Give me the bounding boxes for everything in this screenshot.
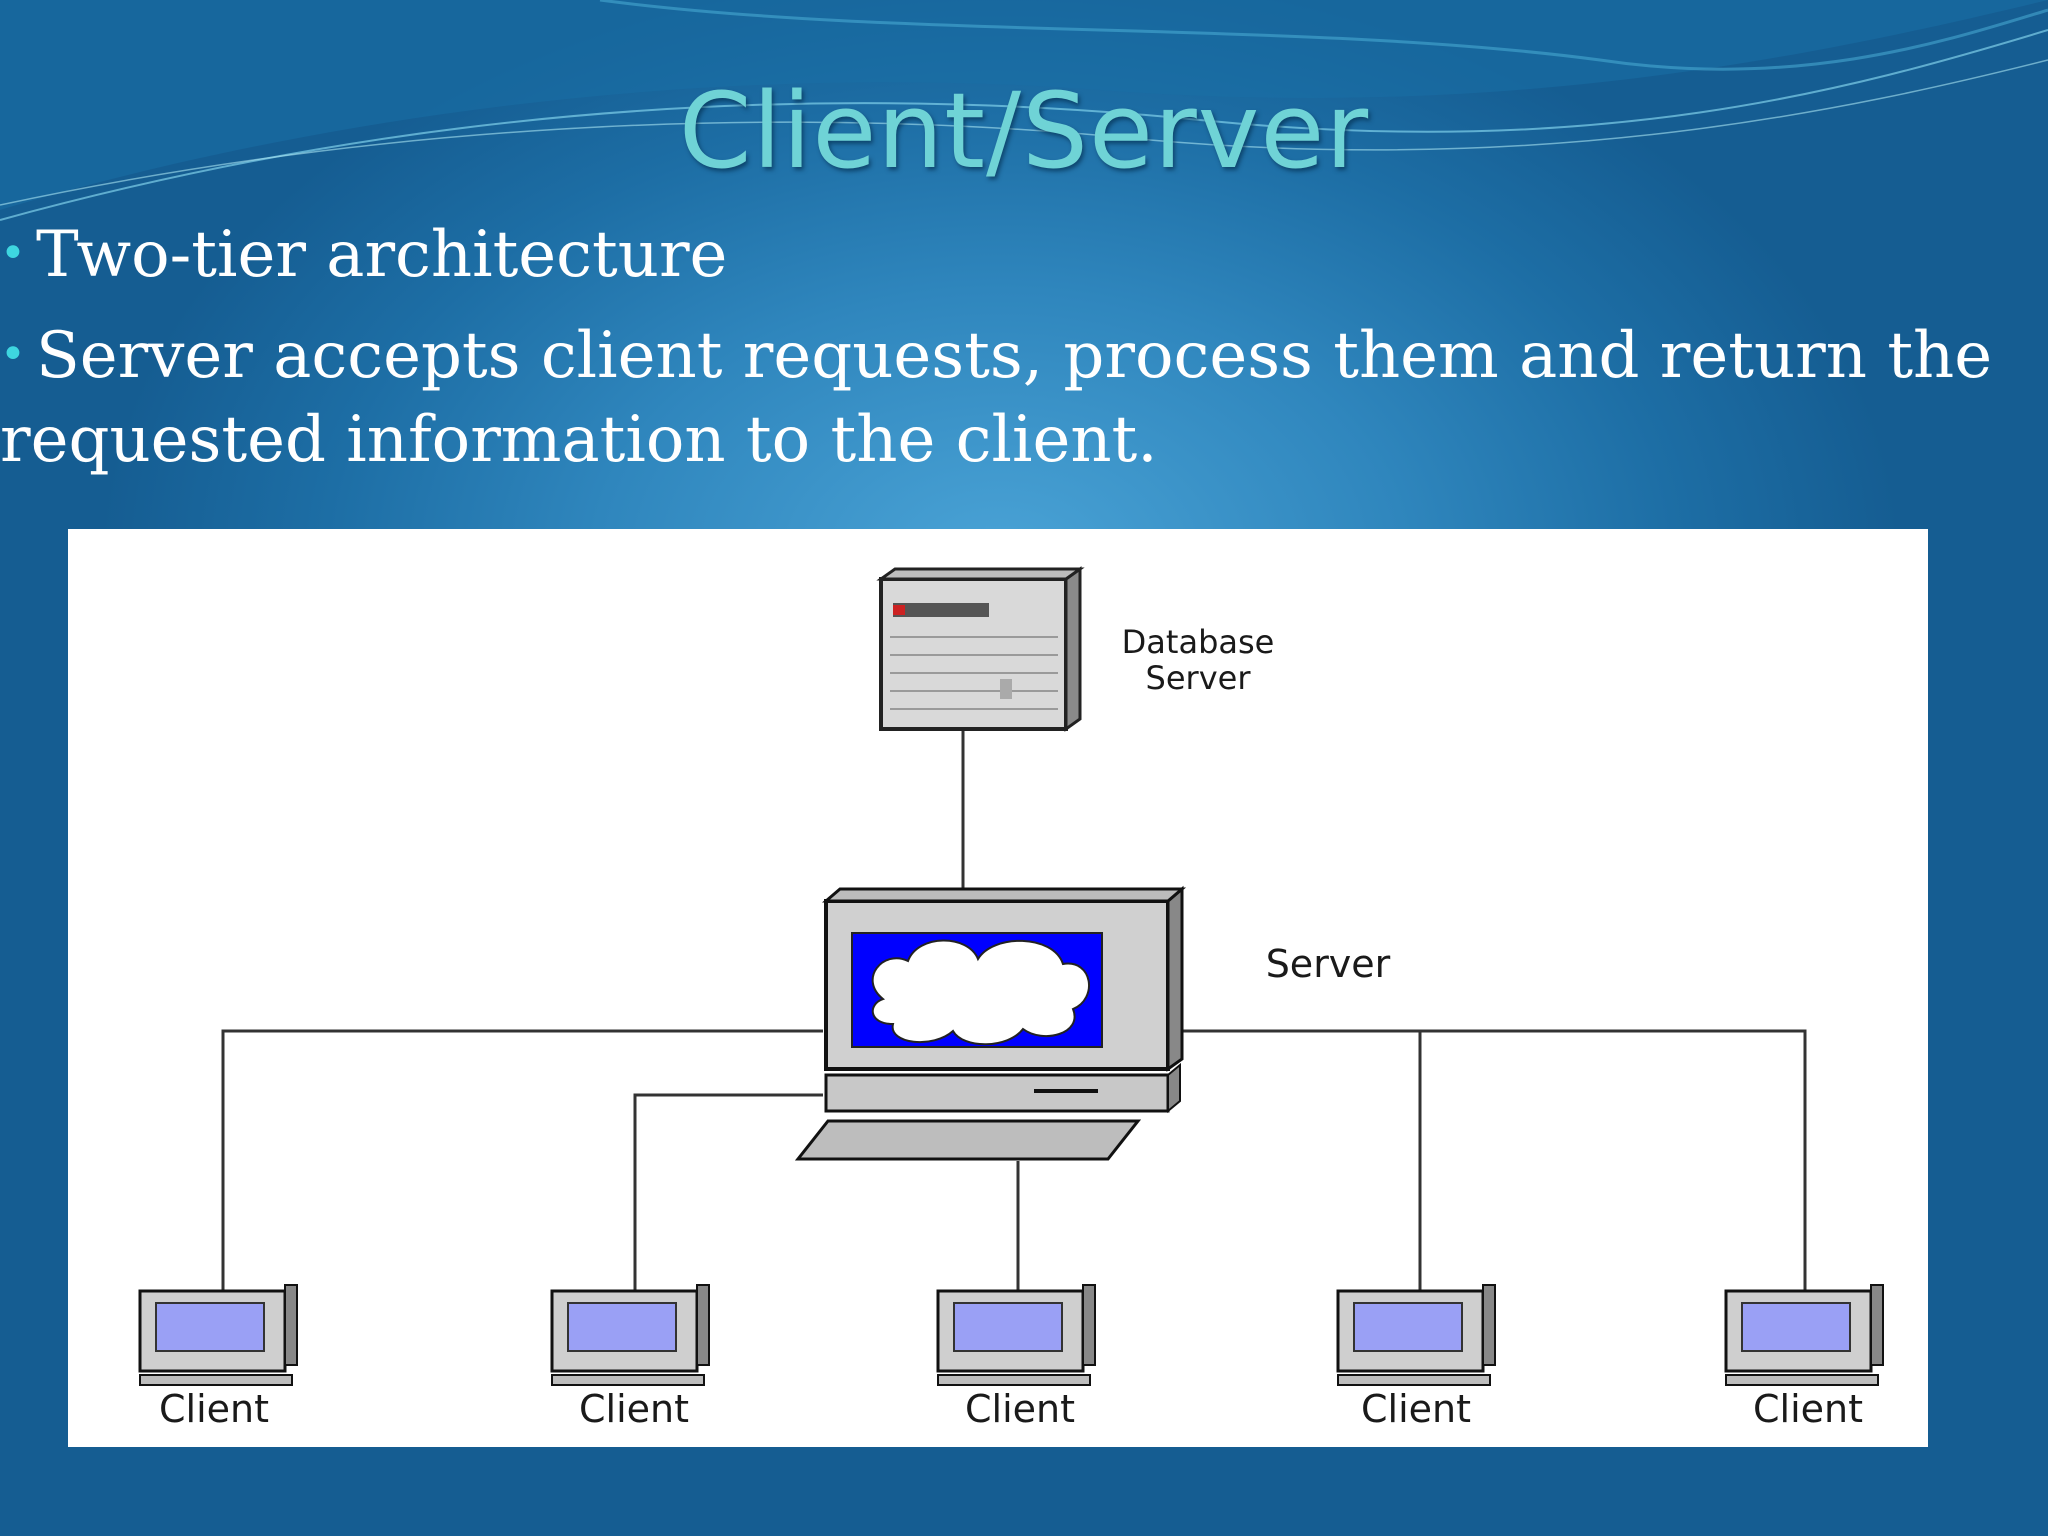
- network-diagram: Database Server Server Client Client Cli…: [68, 529, 1928, 1447]
- background-waves: [0, 0, 2048, 221]
- client-label: Client: [578, 1387, 689, 1431]
- client-link: [1420, 1029, 1807, 1291]
- bullet-item: •Server accepts client requests, process…: [0, 313, 2000, 482]
- client-computer-icon: [1724, 1284, 1884, 1386]
- database-server-label: Database Server: [1121, 623, 1275, 697]
- client-computer-icon: [1336, 1284, 1496, 1386]
- database-server-icon: [876, 566, 1085, 732]
- client-link: [633, 1093, 823, 1291]
- client-label: Client: [158, 1387, 269, 1431]
- connection-lines: [221, 729, 1807, 1291]
- bullet-item: •Two-tier architecture: [0, 212, 727, 297]
- server-computer-icon: [794, 885, 1187, 1161]
- bullet-text: Server accepts client requests, process …: [0, 319, 1993, 477]
- client-label: Client: [1752, 1387, 1863, 1431]
- client-label: Client: [1360, 1387, 1471, 1431]
- bullet-marker-icon: •: [0, 228, 26, 279]
- server-label: Server: [1265, 942, 1391, 986]
- client-link: [1168, 1029, 1422, 1291]
- bullet-marker-icon: •: [0, 329, 26, 380]
- client-computer-icon: [138, 1284, 298, 1386]
- client-label: Client: [964, 1387, 1075, 1431]
- client-computer-icon: [936, 1284, 1096, 1386]
- slide-title: Client/Server: [678, 70, 1370, 192]
- bullet-text: Two-tier architecture: [35, 218, 728, 292]
- client-link: [221, 1029, 823, 1291]
- client-computer-icon: [550, 1284, 710, 1386]
